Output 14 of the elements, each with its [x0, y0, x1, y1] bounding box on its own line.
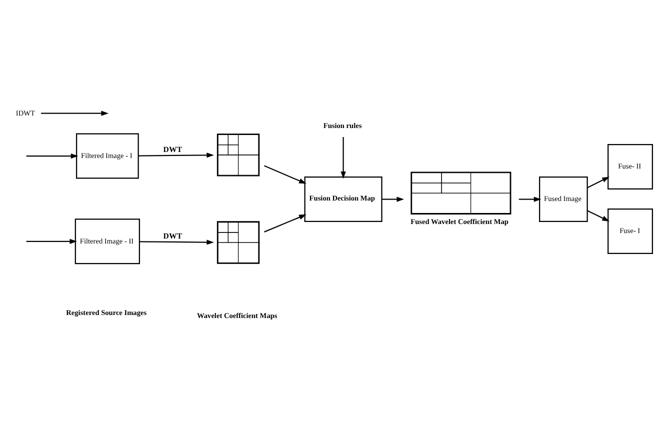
arrow [587, 210, 610, 221]
arrow [26, 152, 78, 158]
arrow [26, 238, 78, 244]
arrow [264, 164, 306, 184]
arrow [41, 110, 109, 116]
arrow [340, 136, 346, 178]
arrow [587, 176, 610, 188]
arrow [382, 196, 404, 202]
edge-label: DWT [163, 144, 182, 154]
arrow [140, 239, 214, 244]
arrow [264, 214, 306, 232]
edge-label: DWT [163, 231, 182, 240]
arrow [138, 152, 214, 158]
arrow [518, 196, 542, 202]
